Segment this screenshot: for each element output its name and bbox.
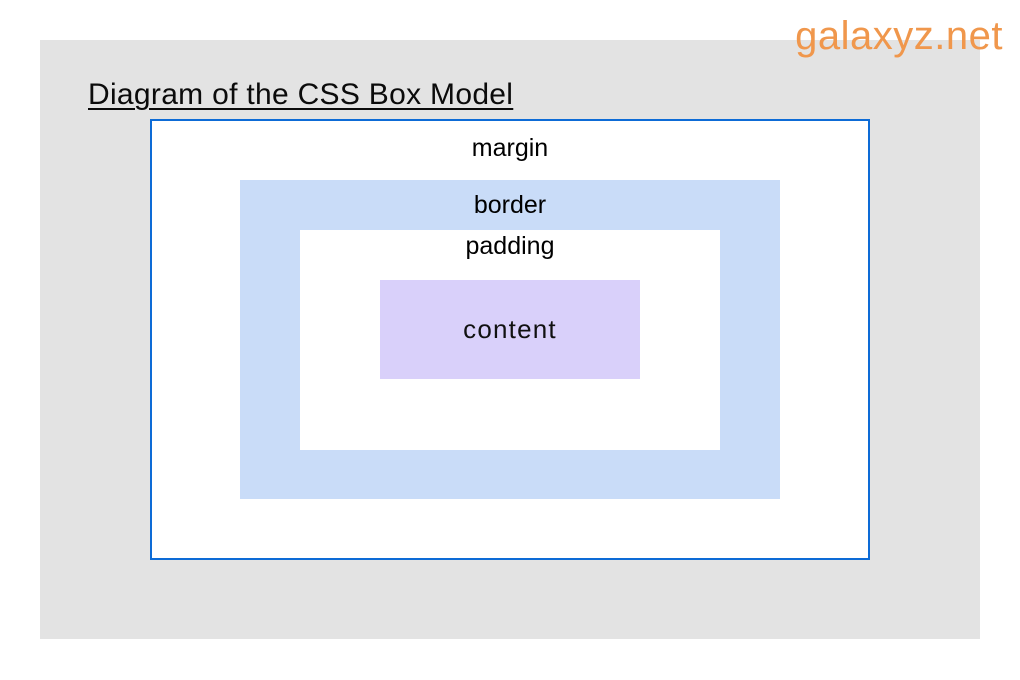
margin-label: margin	[471, 134, 549, 162]
padding-box: padding content	[300, 230, 720, 450]
padding-label: padding	[465, 232, 555, 260]
watermark-galaxyz: galaxyz.net	[795, 14, 1003, 58]
diagram-panel: Diagram of the CSS Box Model margin bord…	[40, 40, 980, 639]
content-box: content	[380, 280, 640, 379]
border-label: border	[473, 191, 547, 219]
content-label: content	[463, 314, 557, 344]
page-title: Diagram of the CSS Box Model	[88, 78, 514, 112]
margin-box: margin border padding content	[150, 119, 870, 560]
border-box: border padding content	[240, 180, 780, 499]
